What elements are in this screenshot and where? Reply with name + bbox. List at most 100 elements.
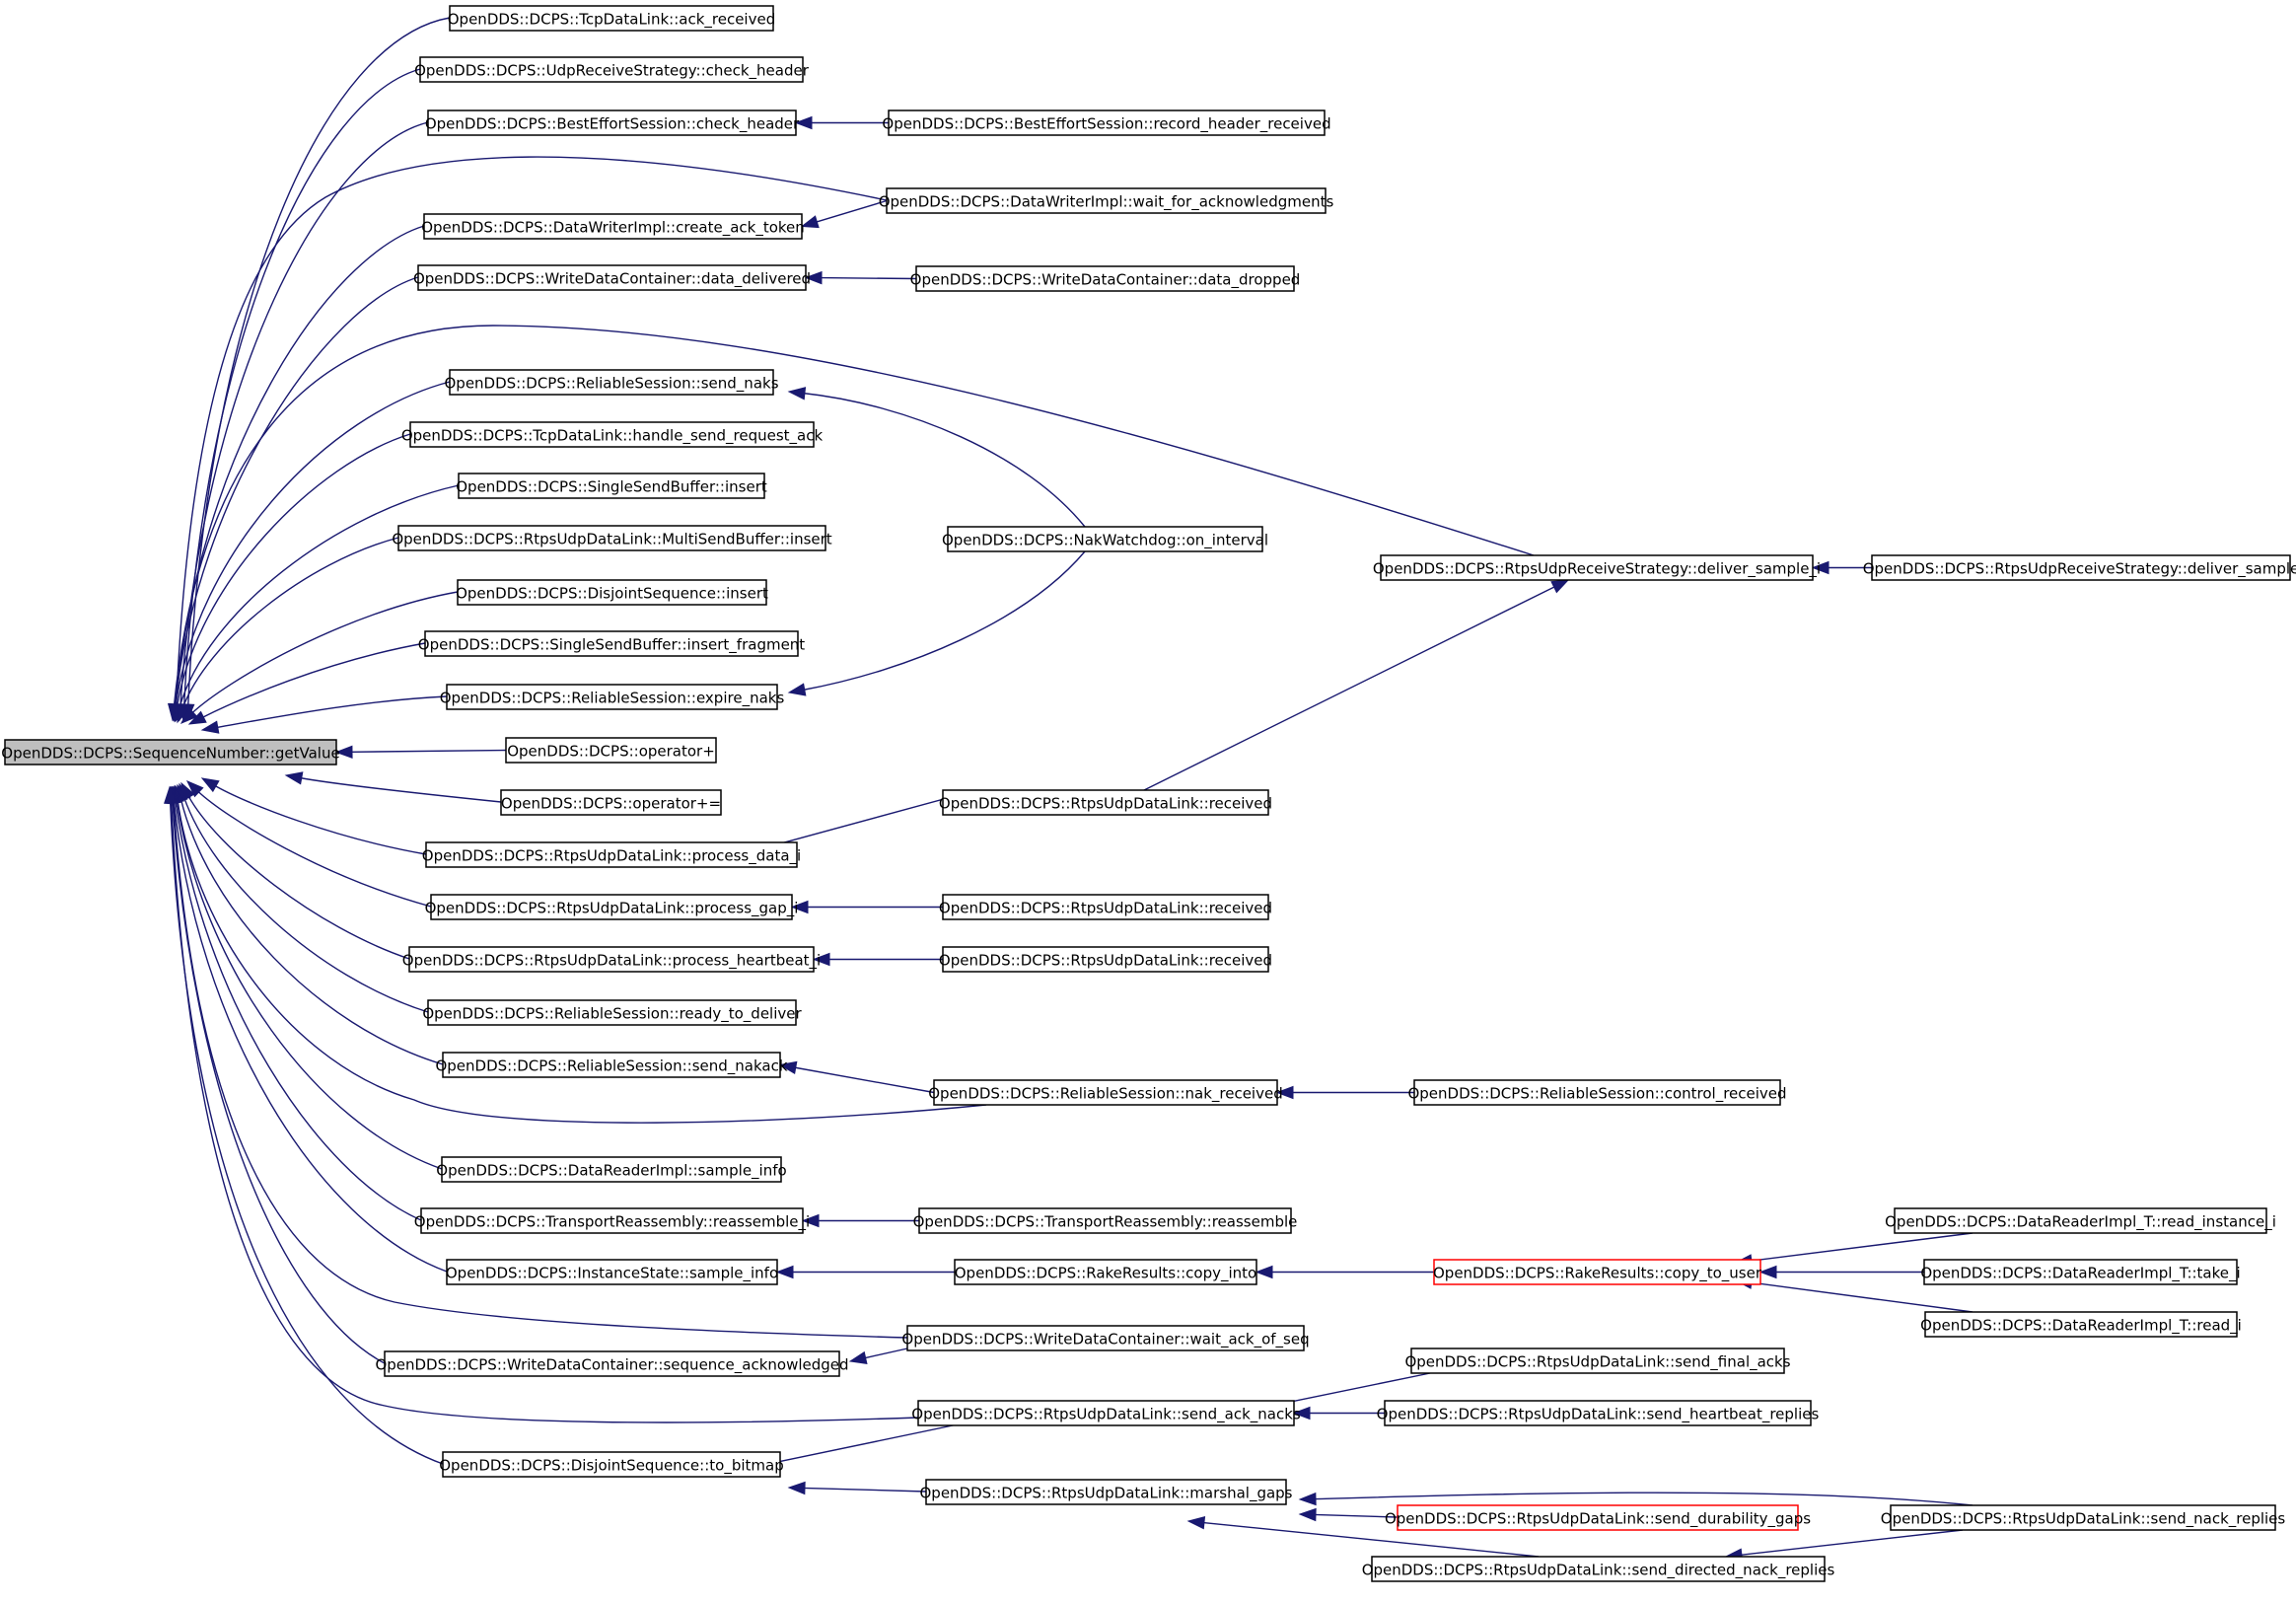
node-box [947,526,1263,552]
caller-node[interactable]: OpenDDS::DCPS::RtpsUdpDataLink::received [939,946,1272,973]
node-box [1894,1207,2267,1234]
node-box [505,737,717,764]
caller-node[interactable]: OpenDDS::DCPS::DataReaderImpl::sample_in… [436,1156,787,1183]
edge-n4-to-n3 [794,115,889,130]
caller-node[interactable]: OpenDDS::DCPS::ReliableSession::control_… [1407,1079,1787,1106]
caller-node[interactable]: OpenDDS::DCPS::RakeResults::copy_to_user [1433,1259,1762,1285]
edge-line [175,156,888,707]
arrowhead-icon [804,270,823,285]
edge-n26-to-n25 [812,952,943,967]
edge-n32-to-root [169,785,422,1221]
caller-node[interactable]: OpenDDS::DCPS::RtpsUdpDataLink::send_hea… [1377,1400,1820,1426]
node-box [419,56,804,83]
node-box [423,213,803,240]
edge-line [863,1348,908,1359]
edge-line [173,325,1535,707]
caller-node[interactable]: OpenDDS::DCPS::RtpsUdpDataLink::process_… [425,894,799,920]
caller-node[interactable]: OpenDDS::DCPS::DataReaderImpl_T::take_i [1920,1259,2241,1285]
caller-node[interactable]: OpenDDS::DCPS::RtpsUdpDataLink::send_nac… [1881,1504,2286,1531]
edge-n24-to-n23 [790,900,943,914]
caller-node[interactable]: OpenDDS::DCPS::RtpsUdpDataLink::MultiSen… [392,525,832,551]
caller-node[interactable]: OpenDDS::DCPS::TransportReassembly::reas… [414,1207,810,1234]
caller-node[interactable]: OpenDDS::DCPS::RtpsUdpReceiveStrategy::d… [1373,554,1821,581]
caller-node[interactable]: OpenDDS::DCPS::RtpsUdpDataLink::process_… [402,946,821,973]
node-box [458,473,765,499]
caller-node[interactable]: OpenDDS::DCPS::SingleSendBuffer::insert [456,473,767,499]
edge-line [299,776,502,803]
edge-line [175,800,422,1221]
edge-line [1749,1281,1973,1313]
caller-node[interactable]: OpenDDS::DCPS::DataReaderImpl_T::read_in… [1885,1207,2276,1234]
caller-node[interactable]: OpenDDS::DCPS::RtpsUdpDataLink::received [939,789,1272,816]
node-label: OpenDDS::DCPS::RtpsUdpDataLink::process_… [422,847,801,866]
caller-node[interactable]: OpenDDS::DCPS::DataWriterImpl::wait_for_… [879,187,1334,214]
caller-node[interactable]: OpenDDS::DCPS::ReliableSession::send_nak… [435,1052,788,1078]
caller-node[interactable]: OpenDDS::DCPS::TransportReassembly::reas… [913,1207,1298,1234]
node-box [1380,554,1814,581]
edge-n19-to-root [334,745,507,760]
edge-line [201,642,426,719]
caller-node[interactable]: OpenDDS::DCPS::operator+ [505,737,717,764]
root-node[interactable]: OpenDDS::DCPS::SequenceNumber::getValue [1,739,340,765]
caller-node[interactable]: OpenDDS::DCPS::DataReaderImpl_T::read_i [1920,1311,2242,1338]
edge-n15-to-n14 [1811,560,1872,575]
node-label: OpenDDS::DCPS::RtpsUdpDataLink::received [939,900,1272,917]
caller-node[interactable]: OpenDDS::DCPS::ReliableSession::send_nak… [444,369,779,396]
node-box [420,1207,804,1234]
caller-node[interactable]: OpenDDS::DCPS::RtpsUdpDataLink::send_dur… [1385,1504,1811,1531]
edge-line [802,550,1086,692]
arrowhead-icon [1811,560,1830,575]
caller-node[interactable]: OpenDDS::DCPS::InstanceState::sample_inf… [446,1259,778,1285]
node-label: OpenDDS::DCPS::RakeResults::copy_into [955,1265,1256,1283]
caller-node[interactable]: OpenDDS::DCPS::RtpsUdpDataLink::process_… [422,841,801,868]
edge-line [177,799,987,1124]
arrowhead-icon [200,777,220,793]
node-label: OpenDDS::DCPS::RtpsUdpDataLink::process_… [402,952,821,971]
node-box [942,894,1269,920]
caller-node[interactable]: OpenDDS::DCPS::RtpsUdpDataLink::send_ack… [911,1400,1301,1426]
node-label: OpenDDS::DCPS::TransportReassembly::reas… [913,1213,1298,1231]
caller-node[interactable]: OpenDDS::DCPS::DisjointSequence::insert [456,579,768,606]
caller-node[interactable]: OpenDDS::DCPS::RtpsUdpDataLink::received [939,894,1272,920]
node-box [446,1259,778,1285]
caller-node[interactable]: OpenDDS::DCPS::ReliableSession::expire_n… [440,684,785,710]
node-box [449,369,774,396]
edge-line [1143,585,1556,791]
caller-node[interactable]: OpenDDS::DCPS::DisjointSequence::to_bitm… [439,1451,784,1478]
node-label: OpenDDS::DCPS::DataReaderImpl_T::take_i [1920,1265,2240,1283]
caller-node[interactable]: OpenDDS::DCPS::RtpsUdpDataLink::send_fin… [1404,1348,1791,1374]
caller-node[interactable]: OpenDDS::DCPS::RtpsUdpDataLink::marshal_… [920,1479,1293,1505]
caller-node[interactable]: OpenDDS::DCPS::UdpReceiveStrategy::check… [414,56,810,83]
node-label: OpenDDS::DCPS::RtpsUdpDataLink::send_dur… [1385,1510,1811,1529]
caller-node[interactable]: OpenDDS::DCPS::NakWatchdog::on_interval [942,526,1268,552]
caller-node[interactable]: OpenDDS::DCPS::WriteDataContainer::seque… [375,1350,849,1377]
caller-node[interactable]: OpenDDS::DCPS::RtpsUdpReceiveStrategy::d… [1863,554,2296,581]
caller-node[interactable]: OpenDDS::DCPS::DataWriterImpl::create_ac… [421,213,805,240]
node-label: OpenDDS::DCPS::InstanceState::sample_inf… [446,1265,778,1283]
node-label: OpenDDS::DCPS::RtpsUdpReceiveStrategy::d… [1373,560,1821,579]
arrowhead-icon [200,720,220,734]
node-label: OpenDDS::DCPS::DataReaderImpl::sample_in… [436,1162,786,1181]
caller-node[interactable]: OpenDDS::DCPS::RtpsUdpDataLink::send_dir… [1362,1556,1835,1582]
edge-n17-to-root [187,642,426,725]
node-box [1384,1400,1812,1426]
caller-node[interactable]: OpenDDS::DCPS::BestEffortSession::record… [882,109,1331,136]
caller-node[interactable]: OpenDDS::DCPS::operator+= [500,789,722,816]
edge-line [819,276,917,280]
caller-node[interactable]: OpenDDS::DCPS::WriteDataContainer::data_… [413,264,811,291]
arrowhead-icon [177,704,189,724]
node-label: OpenDDS::DCPS::DisjointSequence::insert [456,585,768,603]
caller-node[interactable]: OpenDDS::DCPS::SingleSendBuffer::insert_… [418,630,806,657]
caller-node[interactable]: OpenDDS::DCPS::RakeResults::copy_into [954,1259,1257,1285]
caller-node[interactable]: OpenDDS::DCPS::BestEffortSession::check_… [425,109,800,136]
arrowhead-icon [179,706,198,724]
edge-n13-to-n9 [787,387,1086,528]
caller-node[interactable]: OpenDDS::DCPS::ReliableSession::ready_to… [422,999,802,1026]
caller-node[interactable]: OpenDDS::DCPS::WriteDataContainer::data_… [910,265,1301,292]
caller-node[interactable]: OpenDDS::DCPS::WriteDataContainer::wait_… [901,1325,1310,1351]
caller-node[interactable]: OpenDDS::DCPS::TcpDataLink::ack_received [448,5,775,32]
arrowhead-icon [1275,1085,1294,1100]
caller-node[interactable]: OpenDDS::DCPS::ReliableSession::nak_rece… [928,1079,1283,1106]
caller-node[interactable]: OpenDDS::DCPS::TcpDataLink::handle_send_… [401,421,824,448]
node-label: OpenDDS::DCPS::RtpsUdpDataLink::send_ack… [911,1406,1301,1424]
